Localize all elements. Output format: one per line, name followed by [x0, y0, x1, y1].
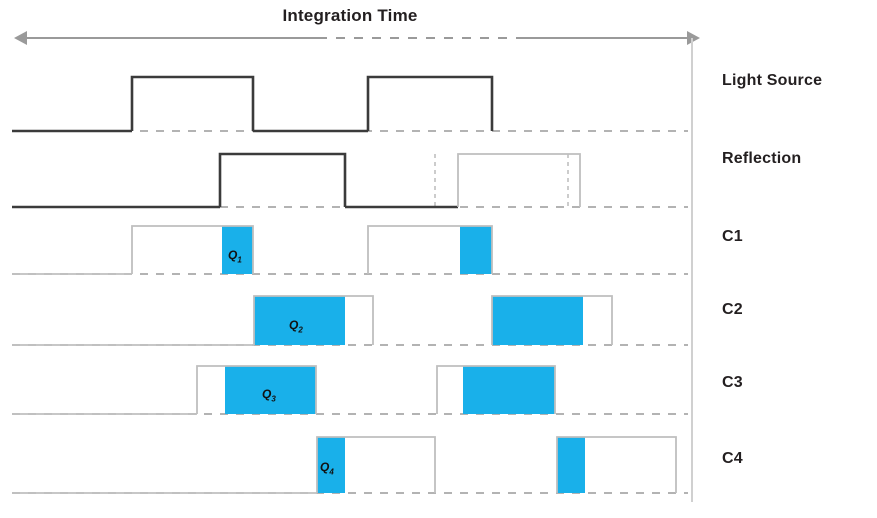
pulse-light-source-1	[366, 75, 494, 131]
integration-time-arrow	[14, 31, 700, 45]
row-label-light-source: Light Source	[722, 72, 823, 89]
charge-fill-c1-0	[222, 226, 253, 274]
charge-label-subscript: 4	[329, 467, 334, 477]
waveform-row-c1	[12, 225, 688, 275]
charge-label-text: Q	[320, 460, 330, 474]
charge-fill-c1-1	[460, 226, 492, 274]
row-label-c4: C4	[722, 450, 743, 467]
charge-fill-c2-1	[492, 296, 583, 345]
charge-fill-c4-1	[557, 437, 585, 493]
pulse-light-source-0	[130, 75, 255, 131]
charge-label-text: Q	[289, 318, 299, 332]
charge-label-subscript: 2	[298, 325, 303, 335]
charge-label-subscript: 1	[237, 255, 242, 265]
charge-label-c2: Q2	[289, 318, 303, 334]
pulse-c4-1	[556, 436, 677, 493]
row-label-c1: C1	[722, 228, 743, 245]
charge-label-c1: Q1	[228, 248, 242, 264]
charge-fill-c3-1	[463, 366, 555, 414]
pulse-reflection-0	[218, 152, 347, 207]
waveform-row-reflection	[12, 152, 688, 209]
pulse-reflection-1	[457, 153, 581, 207]
charge-label-c4: Q4	[320, 460, 334, 476]
row-label-c2: C2	[722, 301, 743, 318]
arrow-head-left	[14, 31, 27, 45]
pulse-c3-0	[196, 365, 317, 414]
charge-label-text: Q	[228, 248, 238, 262]
pulse-c1-0	[131, 225, 254, 274]
waveform-row-c2	[12, 295, 688, 346]
charge-label-subscript: 3	[271, 394, 276, 404]
row-label-c3: C3	[722, 374, 743, 391]
arrow-head-right	[687, 31, 700, 45]
charge-fill-c3-0	[225, 366, 316, 414]
waveform-row-c3	[12, 365, 688, 415]
charge-fill-c4-0	[317, 437, 345, 493]
row-label-reflection: Reflection	[722, 150, 802, 167]
pulse-c2-1	[491, 295, 613, 345]
integration-time-title: Integration Time	[282, 6, 418, 25]
pulse-c3-1	[436, 365, 556, 414]
waveform-row-c4	[12, 436, 688, 494]
charge-fill-c2-0	[254, 296, 345, 345]
pulse-c4-0	[316, 436, 436, 493]
pulse-c1-1	[367, 225, 493, 274]
charge-label-text: Q	[262, 387, 272, 401]
pulse-c2-0	[253, 295, 374, 345]
charge-label-c3: Q3	[262, 387, 276, 403]
waveform-row-light-source	[12, 75, 688, 133]
